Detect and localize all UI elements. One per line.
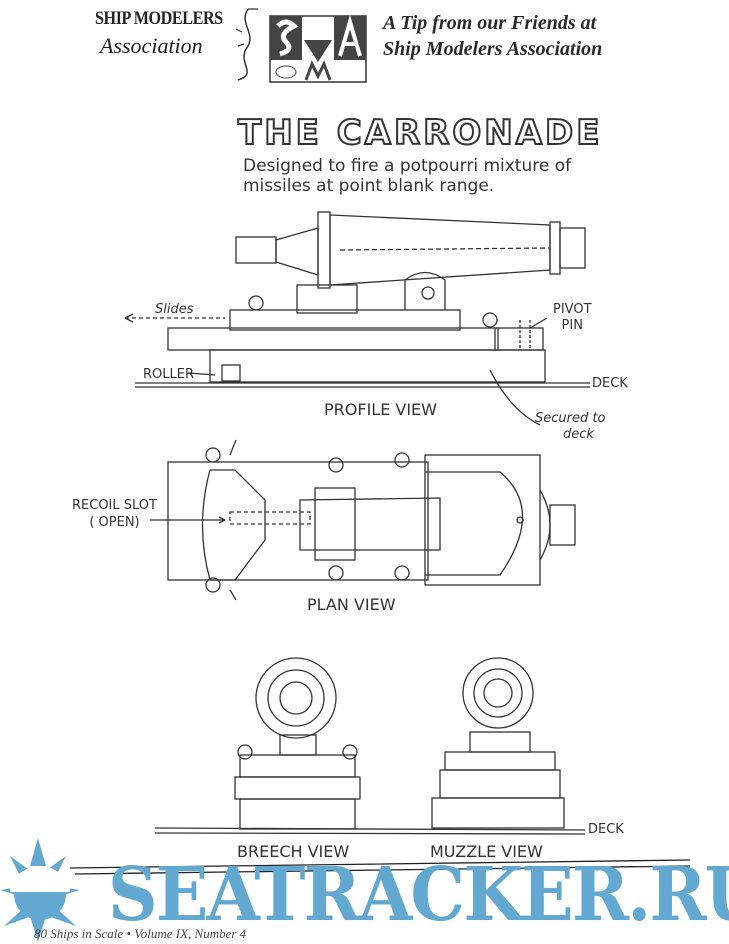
label-secured: Secured to deck — [535, 411, 605, 443]
drawing-subtitle: Designed to fire a potpourri mixture of … — [243, 156, 571, 196]
pivot-line1: PIVOT — [553, 302, 592, 317]
label-roller: ROLLER — [143, 367, 194, 382]
tip-line2: Ship Modelers Association — [383, 38, 603, 60]
logo-line1: SHIP MODELERS — [95, 8, 223, 29]
breech-view-drawing — [234, 657, 361, 830]
label-pivot-pin: PIVOT PIN — [553, 302, 592, 334]
label-deck-profile: DECK — [592, 376, 628, 391]
tip-heading: A Tip from our Friends at Ship Modelers … — [383, 10, 602, 62]
drawing-title: THE CARRONADE — [237, 113, 603, 153]
secured-line1: Secured to — [535, 411, 606, 426]
sma-logo-emblem — [235, 8, 367, 83]
label-recoil-slot: RECOIL SLOT ( OPEN) — [72, 497, 157, 531]
label-slides: Slides — [155, 302, 194, 317]
recoil-line1: RECOIL SLOT — [72, 498, 157, 513]
subtitle-line1: Designed to fire a potpourri mixture of — [243, 156, 572, 176]
label-profile-view: PROFILE VIEW — [324, 400, 437, 419]
subtitle-line2: missiles at point blank range. — [243, 176, 495, 196]
footer-page-info: 80 Ships in Scale • Volume IX, Number 4 — [34, 926, 247, 941]
sun-watermark-icon — [0, 838, 80, 942]
watermark-text: SEATRACKER.RU — [108, 852, 729, 938]
profile-view-drawing — [124, 211, 590, 426]
tip-line1: A Tip from our Friends at — [383, 12, 597, 34]
label-muzzle-view: MUZZLE VIEW — [430, 842, 543, 861]
secured-line2: deck — [563, 427, 594, 442]
logo-line2: Association — [100, 33, 203, 58]
pivot-line2: PIN — [561, 318, 583, 333]
label-breech-view: BREECH VIEW — [237, 842, 350, 861]
label-deck-end: DECK — [588, 822, 624, 837]
plan-view-drawing — [150, 439, 576, 601]
muzzle-view-drawing — [431, 657, 565, 829]
label-plan-view: PLAN VIEW — [307, 595, 396, 614]
recoil-line2: ( OPEN) — [89, 515, 140, 530]
